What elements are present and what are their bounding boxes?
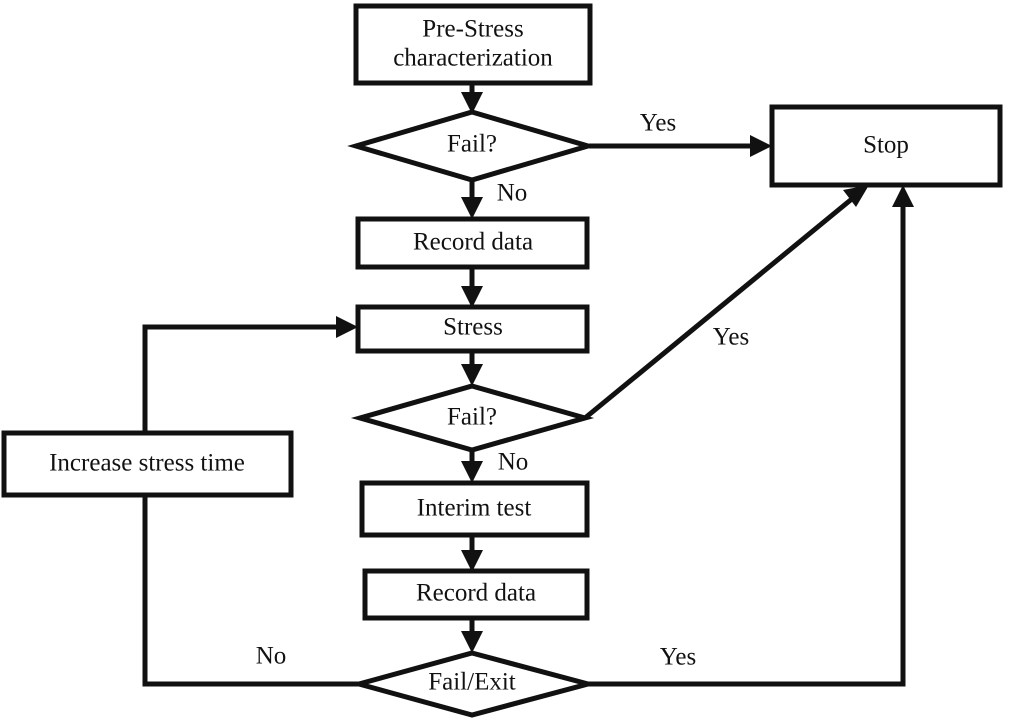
edge-fail2-yes-to-stop [583, 185, 869, 420]
node-record-data-1-label: Record data [413, 229, 533, 256]
node-fail-decision-1-label: Fail? [447, 131, 497, 158]
edge-prestress-to-fail1 [461, 83, 483, 114]
edge-interim-to-record2 [461, 535, 483, 572]
edge-record2-to-failexit [461, 618, 483, 653]
node-stop-label: Stop [863, 132, 909, 159]
edge-failexit-yes-to-stop [588, 185, 914, 687]
edge-fail1-yes-to-stop [589, 135, 772, 157]
node-interim-test-label: Interim test [417, 495, 532, 522]
node-fail-exit-decision[interactable]: Fail/Exit [349, 650, 598, 718]
node-fail-decision-2-label: Fail? [447, 404, 497, 431]
node-record-data-2-label: Record data [416, 580, 536, 607]
node-record-data-1[interactable]: Record data [355, 216, 590, 270]
edge-fail2-no-to-interim [461, 450, 483, 483]
node-interim-test[interactable]: Interim test [359, 480, 590, 538]
edge-label-fail2-yes: Yes [713, 324, 749, 351]
edge-label-fail1-yes: Yes [640, 110, 676, 137]
node-increase-stress-time[interactable]: Increase stress time [1, 430, 294, 498]
node-stress-label: Stress [443, 314, 503, 341]
node-record-data-2[interactable]: Record data [362, 568, 590, 621]
edge-failexit-no-loop-to-stress [142, 316, 359, 687]
node-increase-stress-time-label: Increase stress time [49, 450, 245, 477]
node-pre-stress-characterization[interactable]: Pre-Stress characterization [353, 3, 593, 86]
edge-record1-to-stress [461, 267, 483, 308]
node-fail-decision-1[interactable]: Fail? [347, 109, 597, 183]
edge-label-fail2-no: No [498, 449, 529, 476]
edge-label-failexit-no: No [256, 643, 287, 670]
node-fail-decision-2[interactable]: Fail? [350, 383, 595, 453]
edge-label-failexit-yes: Yes [660, 644, 696, 671]
edge-label-fail1-no: No [497, 180, 528, 207]
edge-stress-to-fail2 [461, 350, 483, 386]
node-pre-stress-label-line2: characterization [393, 45, 553, 72]
node-pre-stress-label-line1: Pre-Stress [422, 16, 523, 43]
edge-fail1-no-to-record1 [461, 180, 483, 219]
node-fail-exit-label: Fail/Exit [428, 669, 516, 696]
node-stop[interactable]: Stop [769, 104, 1003, 188]
node-stress[interactable]: Stress [355, 304, 590, 354]
